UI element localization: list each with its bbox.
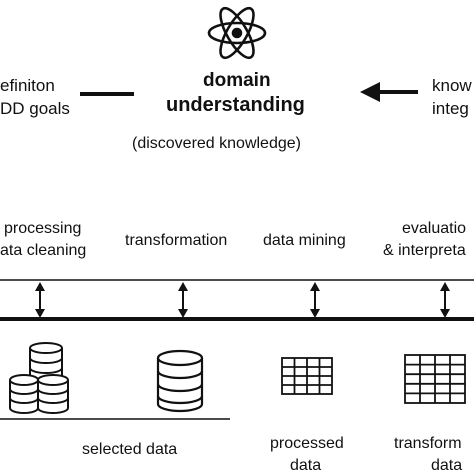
table-icon <box>404 354 466 404</box>
double-arrow <box>440 282 450 318</box>
stage-label: transformation <box>125 232 228 249</box>
center-title-line2: understanding <box>166 94 305 116</box>
left-label-line1: efiniton <box>0 76 55 95</box>
right-label-line2: integ <box>432 99 469 118</box>
double-arrow <box>310 282 320 318</box>
stage-label: ata cleaning <box>0 242 87 259</box>
center-subtitle: (discovered knowledge) <box>132 135 301 152</box>
double-arrow <box>178 282 188 318</box>
output-label: transform <box>394 435 462 452</box>
right-label-line1: know <box>432 76 472 95</box>
output-label: selected data <box>82 441 178 458</box>
left-label-line2: DD goals <box>0 99 70 118</box>
table-icon <box>281 357 333 395</box>
atom-icon <box>207 6 267 60</box>
output-label: data <box>431 457 463 474</box>
database-stack-icon <box>9 342 69 414</box>
left-arrow <box>360 82 418 102</box>
stage-label: data mining <box>263 232 346 249</box>
stage-label: processing <box>4 220 82 237</box>
stage-label: & interpreta <box>383 242 466 259</box>
double-arrow <box>35 282 45 318</box>
output-label: data <box>290 457 322 474</box>
output-label: processed <box>270 435 344 452</box>
database-icon <box>156 349 204 413</box>
stage-label: evaluatio <box>402 220 467 237</box>
center-title-line1: domain <box>203 70 271 91</box>
